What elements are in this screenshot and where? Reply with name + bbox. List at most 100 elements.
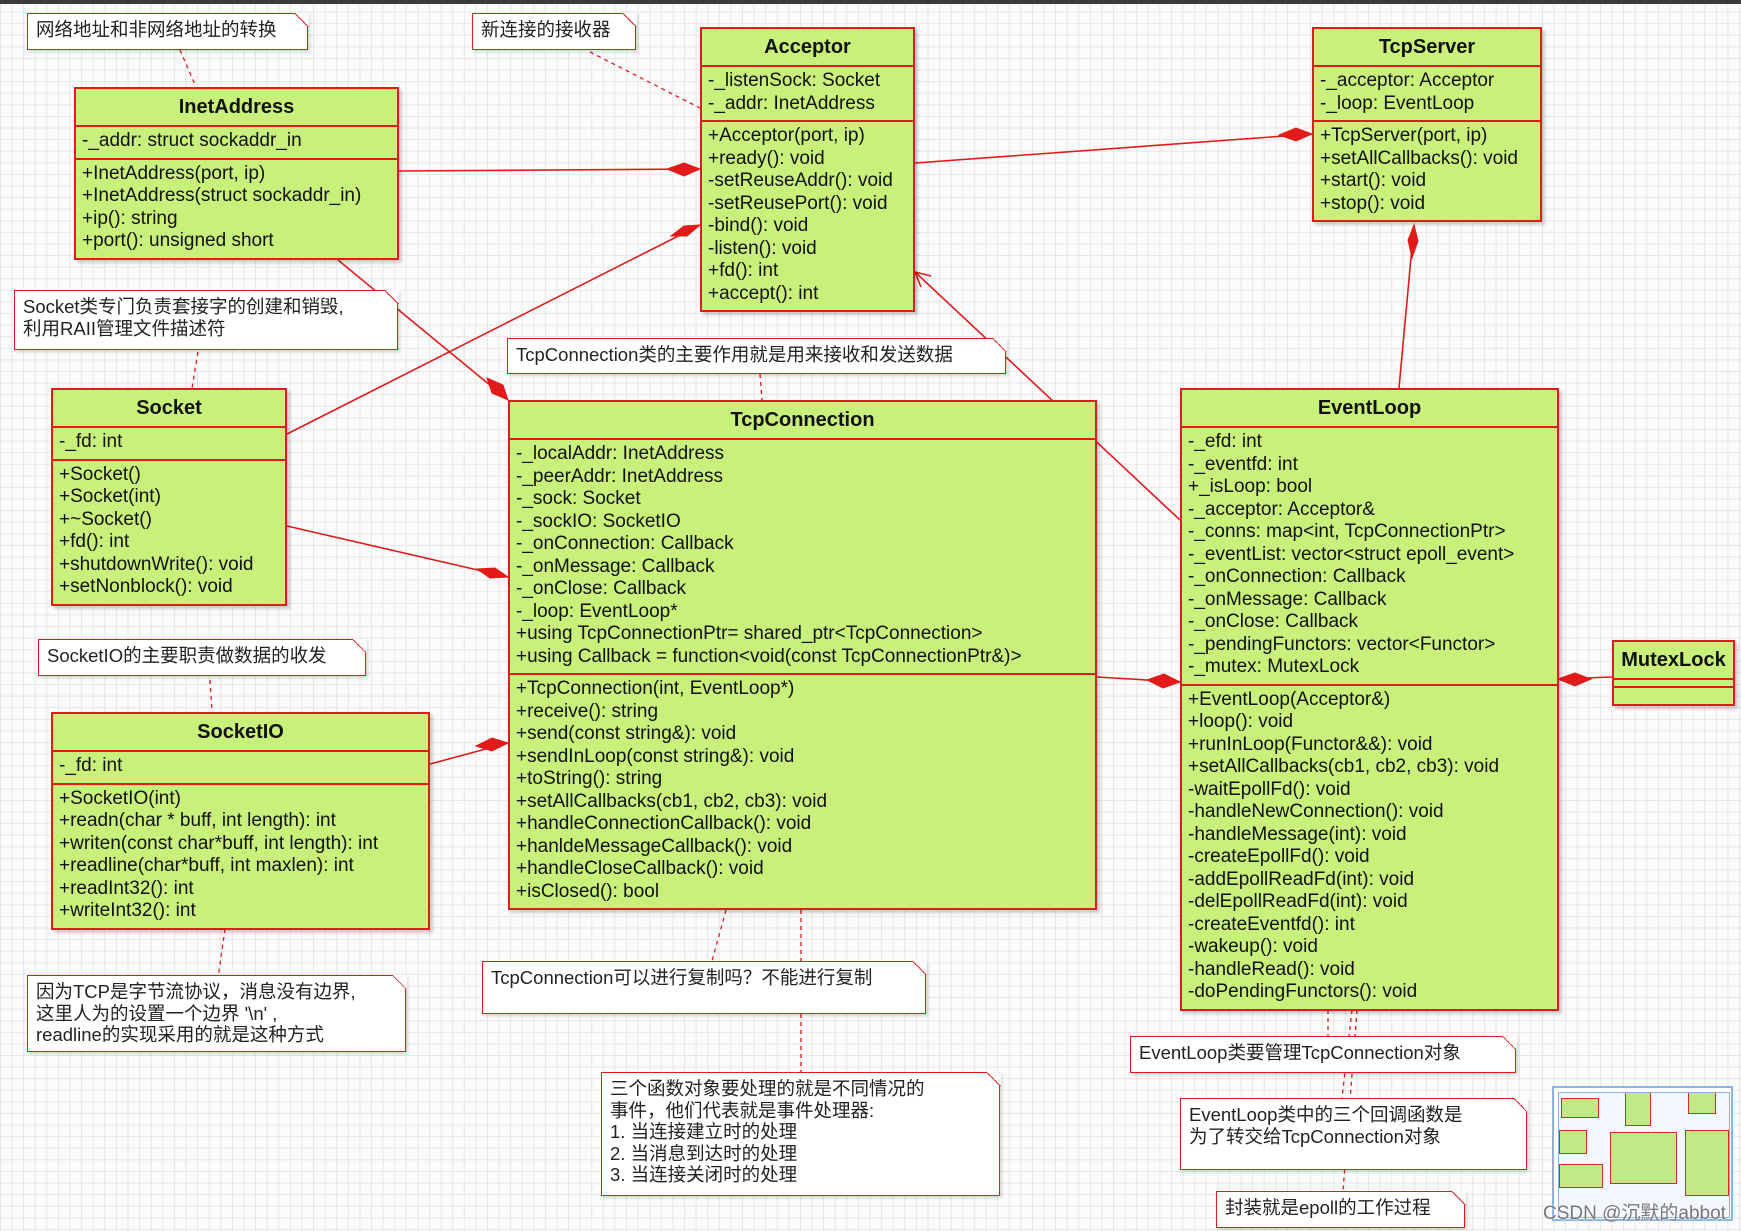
composition-diamond	[669, 224, 702, 237]
note-fold-corner	[384, 289, 399, 304]
attributes-section: -_localAddr: InetAddress -_peerAddr: Ine…	[510, 440, 1095, 673]
class-name: Socket	[53, 390, 285, 428]
attribute-row: -_listenSock: Socket	[708, 70, 881, 91]
method-row: +TcpConnection(int, EventLoop*)	[516, 678, 795, 699]
minimap-node	[1685, 1130, 1729, 1196]
method-row: +writeInt32(): int	[59, 900, 196, 921]
attribute-row: +using TcpConnectionPtr= shared_ptr<TcpC…	[516, 623, 983, 644]
method-row: +runInLoop(Functor&&): void	[1188, 733, 1433, 755]
minimap-node	[1561, 1098, 1599, 1118]
note-functors: 三个函数对象要处理的就是不同情况的 事件，他们代表就是事件处理器: 1. 当连接…	[601, 1071, 1001, 1196]
note-line: EventLoop类要管理TcpConnection对象	[1139, 1042, 1461, 1063]
note-line: 1. 当连接建立时的处理	[610, 1121, 798, 1142]
method-row: +setNonblock(): void	[59, 576, 233, 597]
method-row: -doPendingFunctors(): void	[1188, 981, 1418, 1002]
attribute-row: -_fd: int	[59, 431, 123, 452]
method-row: +setAllCallbacks(cb1, cb2, cb3): void	[516, 790, 828, 812]
attribute-row: -_conns: map<int, TcpConnectionPtr>	[1188, 521, 1506, 542]
method-row: +start(): void	[1320, 170, 1427, 191]
class-mutexlock[interactable]: MutexLock	[1612, 640, 1735, 706]
attribute-row: -_onClose: Callback	[516, 578, 687, 599]
note-fold-corner	[1502, 1035, 1517, 1050]
method-row: +accept(): int	[708, 282, 819, 304]
composition-diamond	[486, 377, 509, 401]
note-line: 2. 当消息到达时的处理	[610, 1142, 798, 1164]
note-fold-corner	[1513, 1097, 1528, 1112]
method-row: +InetAddress(struct sockaddr_in)	[82, 185, 362, 206]
attribute-row: -_sock: Socket	[516, 488, 641, 509]
note-link	[217, 928, 226, 979]
note-line: readline的实现采用的就是这种方式	[36, 1024, 324, 1045]
method-row: +~Socket()	[59, 508, 152, 530]
class-socketio[interactable]: SocketIO -_fd: int +SocketIO(int) +readn…	[51, 712, 430, 930]
composition-diamond	[1407, 223, 1419, 260]
method-row: -wakeup(): void	[1188, 936, 1318, 957]
method-row: +ip(): string	[82, 207, 178, 229]
attribute-row: -_acceptor: Acceptor	[1320, 70, 1495, 91]
method-row: -createEpollFd(): void	[1188, 846, 1370, 867]
methods-section: +EventLoop(Acceptor&) +loop(): void +run…	[1182, 683, 1557, 1009]
methods-section: +InetAddress(port, ip) +InetAddress(stru…	[76, 157, 397, 258]
inetaddress-to-acceptor-line	[398, 168, 701, 172]
attribute-row: -_efd: int	[1188, 431, 1262, 452]
composition-diamond	[665, 162, 702, 177]
minimap-node	[1559, 1164, 1603, 1188]
method-row: +InetAddress(port, ip)	[82, 162, 266, 184]
method-row: -setReusePort(): void	[708, 192, 888, 214]
class-socket[interactable]: Socket -_fd: int +Socket() +Socket(int) …	[51, 388, 287, 606]
diagram-minimap[interactable]	[1552, 1086, 1733, 1221]
note-fold-corner	[986, 1071, 1001, 1086]
method-row: +readline(char*buff, int maxlen): int	[59, 855, 354, 876]
class-tcpserver[interactable]: TcpServer -_acceptor: Acceptor -_loop: E…	[1312, 27, 1542, 222]
method-row: +TcpServer(port, ip)	[1320, 125, 1488, 146]
class-acceptor[interactable]: Acceptor -_listenSock: Socket -_addr: In…	[700, 27, 915, 312]
attribute-row: -_onMessage: Callback	[1188, 588, 1387, 610]
eventloop-to-acceptor-arrow-line	[914, 271, 1181, 521]
note-socketio: SocketIO的主要职责做数据的收发	[38, 638, 367, 676]
class-name: TcpConnection	[510, 402, 1095, 440]
note-tcpconnection-role: TcpConnection类的主要作用就是用来接收和发送数据	[507, 337, 1007, 374]
note-fold-corner	[622, 12, 637, 27]
method-row: -bind(): void	[708, 215, 809, 236]
composition-diamond	[475, 567, 510, 579]
note-fold-corner	[294, 12, 309, 27]
method-row: +port(): unsigned short	[82, 230, 274, 251]
method-row: +Acceptor(port, ip)	[708, 125, 865, 146]
attribute-row: -_fd: int	[59, 755, 123, 776]
method-row: -handleRead(): void	[1188, 958, 1355, 980]
method-row: -delEpollReadFd(int): void	[1188, 891, 1408, 912]
attribute-row: +using Callback = function<void(const Tc…	[516, 645, 1022, 667]
method-row: -addEpollReadFd(int): void	[1188, 868, 1415, 890]
note-fold-corner	[352, 638, 367, 653]
watermark: CSDN @沉默的abbot	[1543, 1203, 1726, 1224]
minimap-node	[1610, 1132, 1677, 1184]
minimap-viewport[interactable]	[1558, 1092, 1730, 1218]
method-row: +send(const string&): void	[516, 723, 737, 744]
class-eventloop[interactable]: EventLoop -_efd: int -_eventfd: int +_is…	[1180, 388, 1559, 1011]
note-link	[711, 909, 727, 962]
attribute-row: -_onConnection: Callback	[516, 533, 734, 554]
note-line: 为了转交给TcpConnection对象	[1189, 1125, 1441, 1147]
note-line: SocketIO的主要职责做数据的收发	[47, 645, 327, 666]
note-epoll: 封装就是epoll的工作过程	[1216, 1190, 1466, 1228]
minimap-node	[1559, 1130, 1587, 1154]
class-tcpconnection[interactable]: TcpConnection -_localAddr: InetAddress -…	[508, 400, 1097, 910]
method-row: +ready(): void	[708, 147, 825, 169]
attribute-row: -_addr: InetAddress	[708, 92, 875, 114]
method-row: +hanldeMessageCallback(): void	[516, 835, 793, 857]
attributes-section: -_fd: int	[53, 428, 285, 459]
method-row: +shutdownWrite(): void	[59, 553, 254, 575]
attributes-section: -_listenSock: Socket -_addr: InetAddress	[702, 67, 913, 120]
composition-diamond	[1556, 672, 1593, 687]
methods-section: +Acceptor(port, ip) +ready(): void -setR…	[702, 120, 913, 310]
method-row: +writen(const char*buff, int length): in…	[59, 832, 379, 854]
method-row: +SocketIO(int)	[59, 787, 181, 809]
attribute-row: -_mutex: MutexLock	[1188, 656, 1360, 677]
class-inetaddress[interactable]: InetAddress -_addr: struct sockaddr_in +…	[74, 87, 399, 260]
note-line: 3. 当连接关闭时的处理	[610, 1164, 798, 1185]
note-tcp-stream: 因为TCP是字节流协议，消息没有边界, 这里人为的设置一个边界 '\n' , r…	[27, 974, 407, 1052]
attribute-row: -_loop: EventLoop*	[516, 600, 678, 622]
methods-section: +Socket() +Socket(int) +~Socket() +fd():…	[53, 458, 285, 604]
method-row: -setReuseAddr(): void	[708, 170, 893, 191]
